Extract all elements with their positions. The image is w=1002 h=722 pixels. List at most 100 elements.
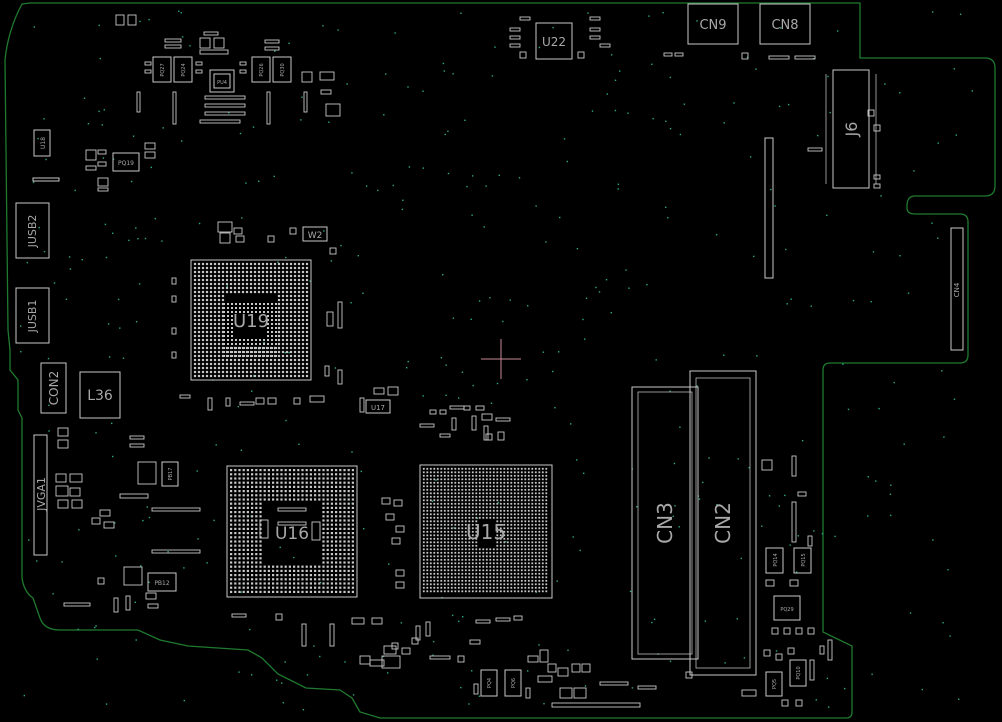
bga-ball (461, 562, 464, 565)
bga-ball (335, 473, 338, 476)
bga-ball (293, 582, 296, 585)
bga-ball (506, 523, 509, 526)
via (360, 470, 362, 473)
smd-part (136, 91, 141, 113)
bga-ball (235, 347, 237, 349)
bga-ball (478, 513, 481, 516)
smd-part (147, 603, 159, 609)
bga-ball (259, 498, 262, 501)
bga-ball (326, 477, 329, 480)
bga-ball (436, 506, 439, 509)
bga-ball (506, 516, 509, 519)
bga-ball (322, 527, 325, 530)
bga-ball (524, 499, 527, 502)
bga-ball (433, 565, 436, 568)
bga-ball (301, 358, 305, 362)
bga-ball (261, 290, 265, 294)
jvga1-label: JVGA1 (35, 477, 48, 512)
smd-part (387, 386, 399, 396)
bga-ball (489, 492, 492, 495)
bga-ball (506, 509, 509, 512)
bga-ball (534, 509, 537, 512)
jusb2-label: JUSB2 (26, 215, 39, 249)
bga-ball (201, 326, 205, 330)
bga-ball (429, 541, 432, 544)
bga-ball (197, 362, 201, 366)
bga-ball (209, 346, 213, 350)
bga-ball (351, 561, 354, 564)
bga-ball (251, 578, 254, 581)
via (135, 639, 137, 641)
bga-ball (510, 485, 513, 488)
bga-ball (301, 569, 304, 572)
bga-ball (339, 569, 342, 572)
via (135, 227, 137, 229)
bga-ball (209, 326, 213, 330)
bga-ball (243, 339, 245, 341)
bga-ball (433, 506, 436, 509)
via (383, 114, 385, 116)
pq10-label: PQ10 (796, 666, 802, 679)
bga-ball (510, 565, 513, 568)
bga-ball (492, 467, 495, 470)
bga-ball (301, 578, 304, 581)
bga-ball (440, 467, 443, 470)
bga-ball (234, 536, 237, 539)
bga-ball (330, 532, 333, 535)
bga-ball (305, 266, 309, 270)
bga-ball (227, 323, 229, 325)
via (117, 298, 120, 301)
bga-ball (464, 513, 467, 516)
bga-ball (253, 286, 257, 290)
bga-ball (510, 506, 513, 509)
bga-ball (259, 351, 261, 353)
bga-ball (249, 362, 253, 366)
bga-ball (251, 477, 254, 480)
bga-ball (541, 586, 544, 589)
bga-ball (237, 282, 241, 286)
smd-part (537, 675, 553, 683)
bga-ball (267, 477, 270, 480)
smd-part (57, 499, 69, 509)
bga-ball (489, 555, 492, 558)
u17-chip (365, 399, 391, 414)
via (497, 501, 500, 504)
bga-ball (534, 478, 537, 481)
bga-ball (464, 586, 467, 589)
bga-ball (457, 583, 460, 586)
bga-ball (259, 511, 262, 514)
bga-ball (209, 282, 213, 286)
via (527, 305, 529, 307)
bga-ball (496, 506, 499, 509)
bga-ball (201, 354, 205, 358)
bga-ball (276, 481, 279, 484)
bga-ball (251, 498, 254, 501)
via (815, 699, 817, 701)
bga-ball (531, 488, 534, 491)
smd-part (771, 627, 779, 635)
via (749, 156, 752, 158)
bga-ball (471, 572, 474, 575)
bga-ball (520, 558, 523, 561)
via (228, 112, 230, 114)
bga-ball (538, 551, 541, 554)
bga-ball (201, 310, 205, 314)
bga-ball (285, 278, 289, 282)
bga-ball (267, 347, 269, 349)
bga-ball (205, 302, 209, 306)
bga-ball (230, 511, 233, 514)
bga-ball (246, 582, 249, 585)
via (94, 626, 96, 629)
bga-ball (251, 553, 254, 556)
bga-ball (322, 515, 325, 518)
bga-ball (496, 478, 499, 481)
via (617, 188, 619, 190)
bga-ball (440, 474, 443, 477)
bga-ball (520, 513, 523, 516)
smd-part (69, 487, 81, 497)
bga-ball (461, 471, 464, 474)
bga-ball (443, 569, 446, 572)
bga-ball (255, 590, 258, 593)
w2-label: W2 (308, 231, 323, 241)
bga-ball (213, 290, 217, 294)
